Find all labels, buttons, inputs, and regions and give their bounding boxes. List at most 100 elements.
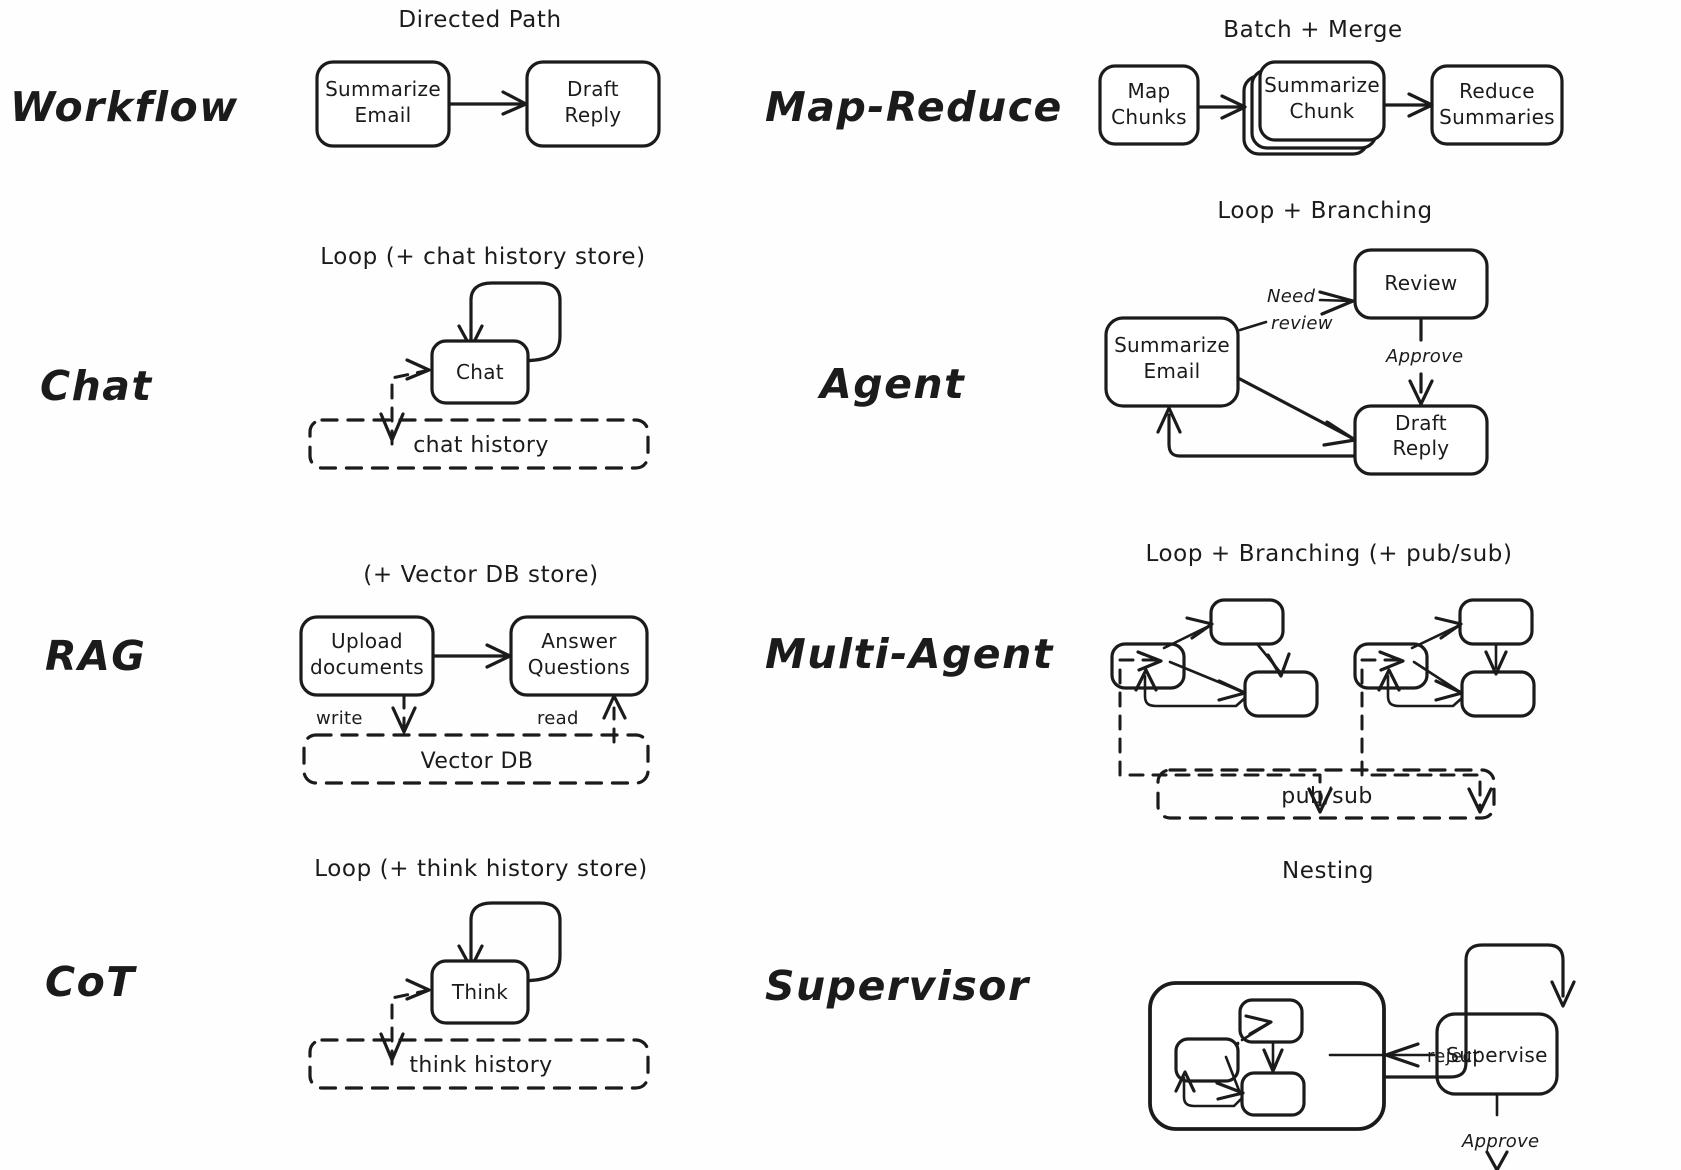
arrowhead-summarize-to-reduce — [1407, 92, 1434, 118]
ma-right-arrow-c-to-b — [1377, 668, 1401, 692]
store-pub-sub — [1156, 768, 1496, 820]
node-review-label: Review — [1384, 271, 1457, 295]
ma-left-arrow-b-to-a — [1185, 616, 1214, 640]
node-reduce-summaries-line2: Summaries — [1439, 105, 1555, 129]
agent-diagram: Summarize Email Review Draft Reply Need … — [1104, 248, 1489, 476]
node-answer-line1: Answer — [541, 629, 617, 653]
store-think-history — [308, 1038, 650, 1090]
edge-label-read: read — [537, 708, 579, 729]
ma-right-edge-pubsub — [1360, 658, 1482, 810]
ma-right-arrow-b-to-a — [1434, 616, 1463, 640]
arrowhead-upload-to-answer — [485, 643, 512, 669]
sup-edge-b-to-c — [1224, 1055, 1242, 1095]
rag-diagram: Upload documents Answer Questions write … — [299, 615, 650, 785]
sup-arrow-b-to-c — [1215, 1081, 1245, 1101]
arrowhead-map-to-summarize — [1220, 94, 1247, 120]
node-reduce-summaries-line1: Reduce — [1459, 79, 1535, 103]
arrowhead-draft-to-summarize — [1156, 406, 1182, 434]
edge-think-self-loop — [469, 901, 562, 983]
arrowhead-read — [602, 694, 627, 720]
arrowhead-think-to-store — [379, 1032, 405, 1062]
arrowhead-need-review — [1318, 290, 1355, 316]
store-pub-sub-label: pub/sub — [1281, 784, 1372, 809]
node-map-chunks-line1: Map — [1127, 79, 1170, 103]
ma-left-arrow-into-b — [1136, 650, 1163, 672]
arrowhead-supervise-approve — [1485, 1150, 1509, 1170]
ma-left-edge-c-to-b — [1143, 674, 1247, 708]
arrowhead-write — [391, 706, 417, 734]
node-think — [430, 959, 530, 1025]
node-summarize-chunk-line2: Chunk — [1289, 99, 1354, 123]
sup-arrow-b-to-a — [1244, 1014, 1273, 1036]
edge-chat-self-loop — [469, 281, 562, 363]
node-map-chunks — [1098, 64, 1200, 146]
node-agent-draft-line2: Reply — [1393, 436, 1450, 460]
ma-left-node-a — [1209, 598, 1285, 646]
store-chat-history-label: chat history — [413, 433, 549, 458]
row-label-agent: Agent — [820, 360, 966, 408]
store-think-history-label: think history — [409, 1053, 552, 1078]
ma-left-arrow-c-to-b — [1134, 668, 1158, 692]
sup-edge-c-to-b — [1182, 1076, 1244, 1108]
node-map-chunks-line2: Chunks — [1111, 105, 1187, 129]
edge-chat-history-to-chat — [390, 369, 427, 446]
edge-think-history-to-think — [390, 989, 427, 1066]
sup-arrow-a-to-c — [1262, 1048, 1284, 1073]
edge-draft-to-summarize-loop — [1167, 413, 1357, 458]
node-agent-summarize-email — [1104, 316, 1240, 408]
store-vector-db — [302, 733, 650, 785]
arrowhead-chat-to-store — [379, 412, 405, 442]
node-draft-reply-line2: Reply — [565, 103, 622, 127]
chat-diagram: Chat chat history — [308, 281, 650, 470]
node-upload-line2: documents — [310, 655, 424, 679]
arrowhead-group-to-supervise — [1550, 980, 1576, 1008]
multi-agent-cluster-right — [1353, 598, 1536, 814]
cot-diagram: Think think history — [308, 901, 650, 1090]
node-agent-summarize-line1: Summarize — [1114, 333, 1230, 357]
node-agent-draft-line1: Draft — [1395, 411, 1447, 435]
row-label-rag: RAG — [45, 632, 147, 680]
row-label-map-reduce: Map-Reduce — [765, 83, 1063, 131]
edge-label-approve-supervisor: Approve — [1461, 1131, 1539, 1152]
node-summarize-chunk — [1258, 60, 1386, 142]
arrowhead-store-to-chat — [405, 358, 431, 381]
store-chat-history — [308, 418, 650, 470]
ma-left-arrow-b-to-c — [1217, 679, 1247, 702]
supervisor-diagram: Supervise reject Approve — [1148, 943, 1576, 1170]
row-label-cot: CoT — [45, 958, 136, 1006]
caption-batch-merge: Batch + Merge — [1223, 17, 1403, 43]
node-summarize-email-line2: Email — [355, 103, 412, 127]
node-summarize-email-line1: Summarize — [325, 77, 441, 101]
node-chat-label: Chat — [456, 360, 504, 384]
edge-label-approve: Approve — [1385, 346, 1463, 367]
row-label-workflow: Workflow — [10, 83, 239, 131]
node-chat — [430, 339, 530, 405]
node-draft-reply-line1: Draft — [567, 77, 619, 101]
caption-directed-path: Directed Path — [398, 7, 562, 33]
ma-right-node-a — [1458, 598, 1534, 646]
edge-need-review-stem — [1318, 298, 1354, 303]
map-reduce-diagram: Map Chunks Summarize Chunk Reduce Summar… — [1098, 60, 1564, 156]
ma-right-arrow-b-to-c — [1434, 679, 1464, 702]
arrowhead-summarize-to-draft — [501, 90, 528, 116]
ma-left-node-c — [1243, 670, 1319, 718]
ma-right-node-c — [1460, 670, 1536, 718]
ma-left-arrow-a-to-c — [1266, 652, 1291, 678]
ma-right-edge-c-to-b — [1386, 674, 1464, 708]
row-label-supervisor: Supervisor — [765, 962, 1030, 1010]
edge-group-to-supervise — [1382, 943, 1565, 1079]
edge-label-need: Need — [1267, 286, 1316, 307]
ma-left-arrow-into-pubsub — [1307, 787, 1333, 814]
caption-nesting: Nesting — [1281, 858, 1375, 884]
node-upload-line1: Upload — [331, 629, 403, 653]
arrowhead-summarize-to-draft-diag — [1322, 420, 1357, 447]
ma-right-arrow-a-to-c — [1484, 650, 1508, 676]
arrowhead-store-to-think — [405, 978, 431, 1001]
sup-arrow-c-to-b — [1174, 1070, 1196, 1093]
edge-label-reject: reject — [1427, 1046, 1480, 1067]
multi-agent-diagram: pub/sub — [1110, 598, 1536, 820]
node-agent-summarize-line2: Email — [1144, 359, 1201, 383]
node-summarize-chunk-line1: Summarize — [1264, 73, 1380, 97]
